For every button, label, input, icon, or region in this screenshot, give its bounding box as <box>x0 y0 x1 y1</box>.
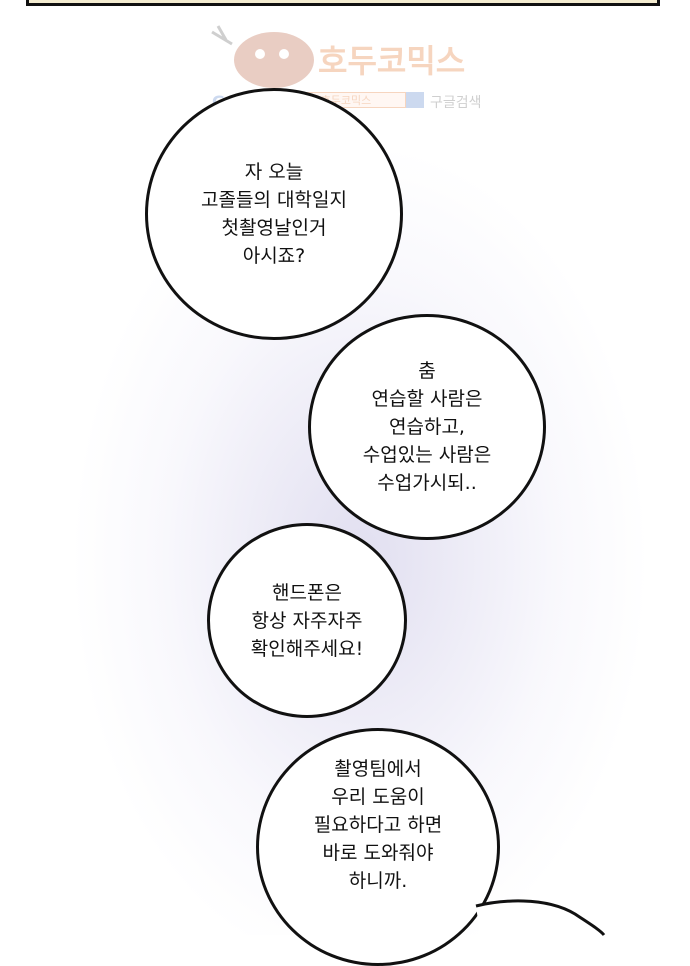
speech-bubble-4: 촬영팀에서 우리 도움이 필요하다고 하면 바로 도와줘야 하니까. <box>256 728 500 966</box>
previous-panel-edge <box>26 0 660 6</box>
search-icon <box>406 92 424 108</box>
watermark-brand: 호두코믹스 <box>318 42 466 80</box>
speech-bubble-3-text: 핸드폰은 항상 자주자주 확인해주세요! <box>250 581 364 660</box>
speech-bubble-1-text: 자 오늘 고졸들의 대학일지 첫촬영날인거 아시죠? <box>201 161 347 267</box>
speech-bubble-1: 자 오늘 고졸들의 대학일지 첫촬영날인거 아시죠? <box>145 88 403 340</box>
walnut-mascot-icon <box>211 25 314 88</box>
watermark: 호두코믹스 Google 호두코믹스 구글검색 <box>200 22 490 112</box>
watermark-search-label: 구글검색 <box>430 95 482 111</box>
speech-bubble-3: 핸드폰은 항상 자주자주 확인해주세요! <box>207 523 407 718</box>
speech-bubble-4-text: 촬영팀에서 우리 도움이 필요하다고 하면 바로 도와줘야 하니까. <box>313 758 443 892</box>
speech-bubble-2: 춤 연습할 사람은 연습하고, 수업있는 사람은 수업가시되.. <box>308 314 546 540</box>
speech-bubble-4-tail <box>475 899 606 937</box>
speech-bubble-2-text: 춤 연습할 사람은 연습하고, 수업있는 사람은 수업가시되.. <box>362 360 492 494</box>
